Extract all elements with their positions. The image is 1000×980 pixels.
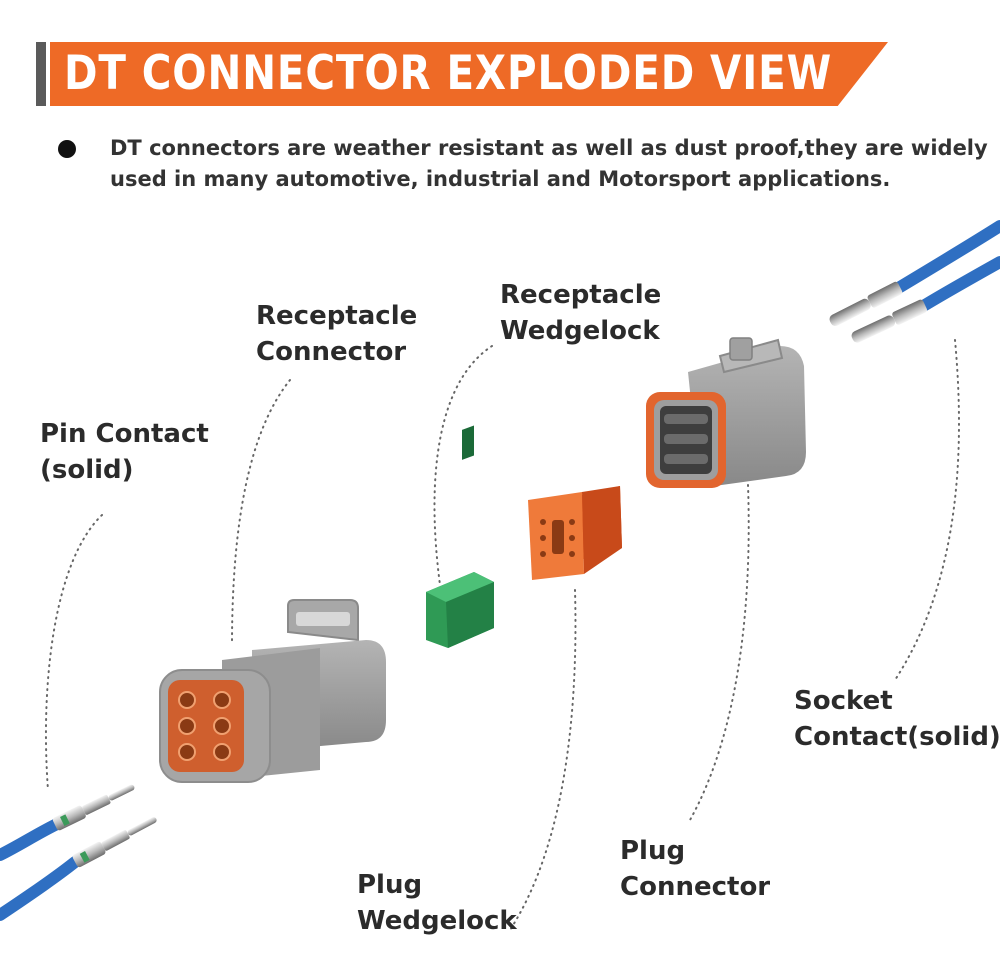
- label-receptacle-wedgelock-line-1: Receptacle: [500, 280, 662, 310]
- label-plug-connector-line-1: Plug: [620, 836, 686, 866]
- plug-wedgelock-shape: [528, 486, 622, 580]
- label-socket-contact-line-2: Contact(solid): [794, 722, 1000, 752]
- socket-wire-1: [894, 220, 1000, 293]
- pin-contact-assembly: [0, 784, 157, 921]
- intro-line-2: used in many automotive, industrial and …: [110, 167, 891, 191]
- bullet-icon: [58, 140, 76, 158]
- pin-contact-2: [72, 817, 157, 868]
- title-stripe: [36, 42, 46, 106]
- title-banner: DT CONNECTOR EXPLODED VIEW: [36, 42, 888, 106]
- pin-contact-1: [52, 784, 135, 831]
- label-receptacle-wedgelock-line-2: Wedgelock: [500, 316, 660, 346]
- plug-connector-shape: [646, 337, 806, 488]
- leader-socket-contact: [894, 339, 960, 681]
- leader-plug-wedgelock: [509, 589, 577, 931]
- label-receptacle-connector-line-1: Receptacle: [256, 301, 418, 331]
- pin-wire-2: [0, 856, 81, 921]
- receptacle-wedgelock-shape: [426, 425, 494, 648]
- title-background: [50, 42, 888, 106]
- label-receptacle-wedgelock: Receptacle Wedgelock: [500, 277, 661, 349]
- label-plug-connector: Plug Connector: [620, 833, 770, 905]
- label-pin-contact-line-2: (solid): [40, 455, 134, 485]
- label-plug-connector-line-2: Connector: [620, 872, 771, 902]
- leader-plug-connector: [689, 484, 750, 821]
- label-socket-contact-line-1: Socket: [794, 686, 893, 716]
- label-socket-contact: Socket Contact(solid): [794, 683, 1000, 755]
- pin-wire-1: [0, 819, 61, 861]
- label-pin-contact-line-1: Pin Contact: [40, 419, 209, 449]
- label-plug-wedgelock-line-1: Plug: [357, 870, 423, 900]
- leader-lines: [44, 339, 960, 931]
- label-plug-wedgelock-line-2: Wedgelock: [357, 906, 517, 936]
- label-receptacle-connector-line-2: Connector: [256, 337, 407, 367]
- leader-pin-contact: [44, 514, 103, 791]
- label-receptacle-connector: Receptacle Connector: [256, 298, 417, 370]
- label-plug-wedgelock: Plug Wedgelock: [357, 867, 517, 939]
- socket-contact-1: [829, 281, 903, 327]
- receptacle-connector-shape: [159, 599, 386, 783]
- leader-receptacle-wedgelock: [433, 345, 493, 586]
- intro-text: DT connectors are weather resistant as w…: [110, 133, 988, 195]
- socket-contact-2: [851, 299, 927, 343]
- socket-wire-2: [919, 256, 1000, 311]
- leader-receptacle-connector: [231, 379, 291, 646]
- label-pin-contact: Pin Contact (solid): [40, 416, 209, 488]
- intro-line-1: DT connectors are weather resistant as w…: [110, 136, 988, 160]
- page-title: DT CONNECTOR EXPLODED VIEW: [64, 46, 833, 101]
- socket-contact-assembly: [829, 220, 1000, 343]
